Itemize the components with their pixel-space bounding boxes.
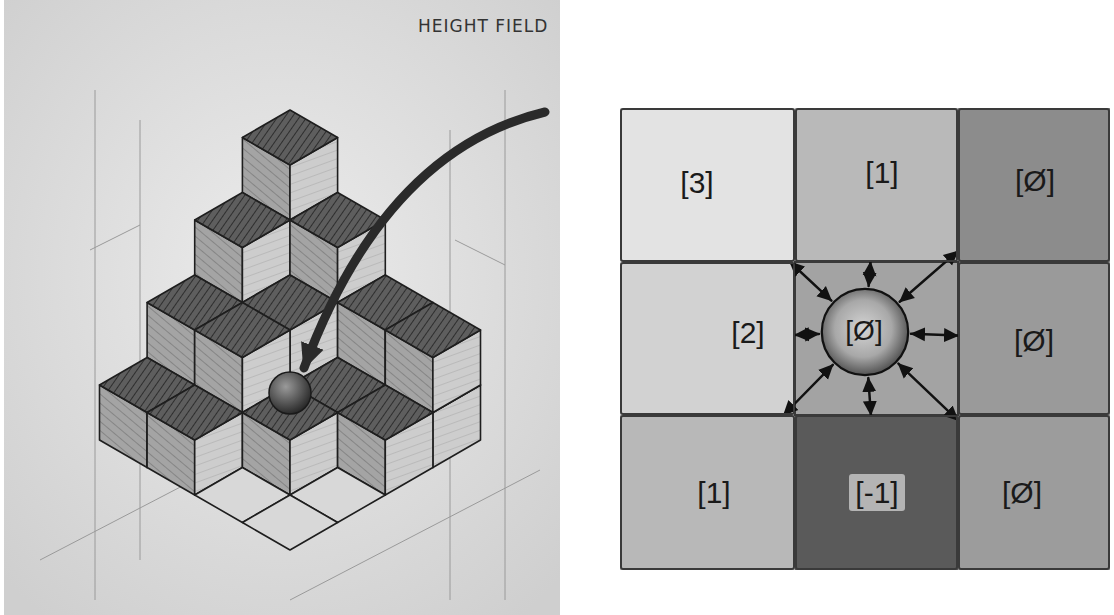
height-value: [Ø]	[1014, 324, 1054, 357]
double-arrow	[868, 378, 871, 415]
cell-fill	[620, 262, 795, 415]
center-cell	[795, 262, 958, 415]
sketch-title: HEIGHT FIELD	[418, 16, 548, 36]
height-value: [Ø]	[1002, 476, 1042, 509]
construction-lines	[40, 90, 540, 600]
cell-fill	[620, 415, 795, 570]
drop-arrow	[304, 112, 545, 368]
cell-fill	[620, 108, 795, 262]
double-arrow	[795, 334, 819, 335]
grid-cell: [-1]	[795, 415, 958, 570]
height-value: [2]	[731, 316, 764, 349]
cell-fill	[958, 108, 1110, 262]
cube-face	[195, 303, 290, 358]
grid-cell: [Ø]	[958, 415, 1110, 570]
cell-fill	[795, 415, 958, 570]
double-arrow	[790, 262, 831, 301]
cube-face	[338, 385, 433, 440]
cube-face	[195, 193, 290, 248]
grid-cell: [3]	[620, 108, 795, 262]
cube-face	[385, 303, 480, 358]
ball	[269, 372, 311, 414]
grid-cell: [Ø]	[958, 108, 1110, 262]
cell-fill	[795, 108, 958, 262]
ball: [Ø]	[820, 287, 910, 377]
cell-fill	[958, 415, 1110, 570]
double-arrow	[911, 334, 958, 336]
height-value: [1]	[697, 476, 730, 509]
paper	[4, 0, 560, 615]
height-value: [1]	[865, 156, 898, 189]
double-arrow	[900, 251, 958, 302]
double-arrow	[784, 365, 833, 415]
height-value: [Ø]	[845, 316, 882, 347]
height-value: [-1]	[849, 474, 904, 511]
cell-fill	[958, 262, 1110, 415]
grid-cell: [1]	[620, 415, 795, 570]
cube-face	[242, 110, 337, 165]
ball-outline	[822, 289, 908, 375]
cube-face	[147, 385, 242, 440]
grid-cell: [1]	[795, 108, 958, 262]
cell-fill	[795, 262, 958, 415]
height-value: [Ø]	[1015, 164, 1055, 197]
grid-cell: [2]	[620, 262, 795, 415]
height-field-sketch	[0, 0, 565, 615]
double-arrow	[869, 262, 871, 286]
grid-cell: [Ø]	[958, 262, 1110, 415]
height-value: [3]	[680, 166, 713, 199]
double-arrow	[898, 364, 958, 421]
floor-tile	[242, 495, 337, 550]
